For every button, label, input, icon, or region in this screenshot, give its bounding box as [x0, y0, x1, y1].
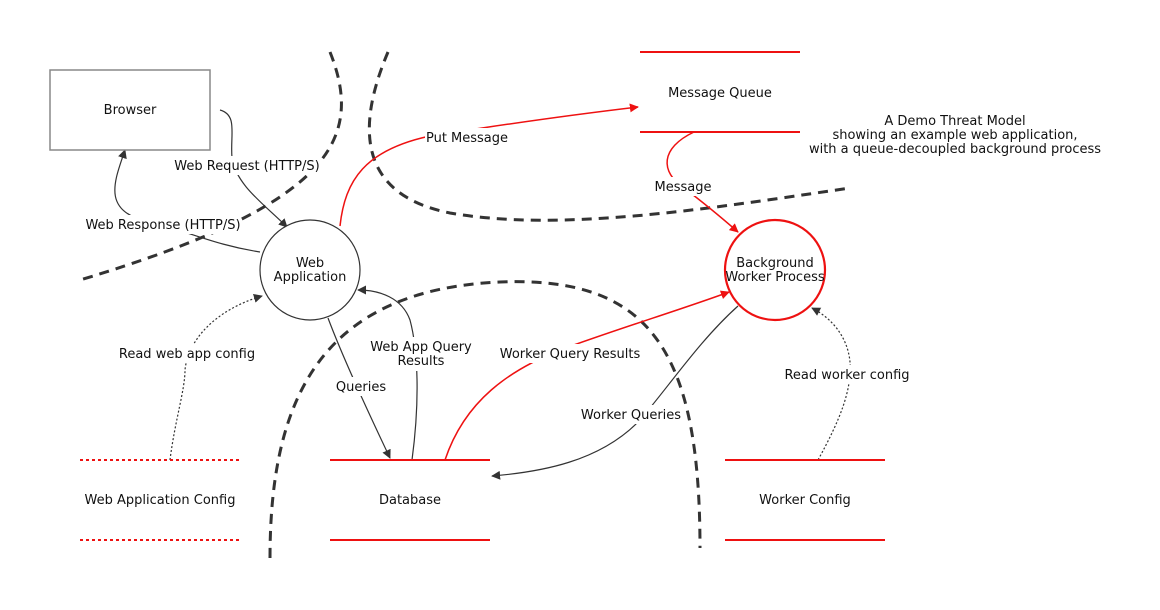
message-queue-label: Message Queue [668, 86, 772, 101]
label-web-app-query-results-line-1: Web App Query [370, 340, 472, 355]
description-line-3: with a queue-decoupled background proces… [809, 142, 1101, 157]
label-message: Message [655, 180, 712, 195]
label-web-request: Web Request (HTTP/S) [174, 159, 319, 174]
trust-boundary-database [268, 280, 702, 559]
flow-read-worker-config[interactable] [811, 307, 851, 461]
node-worker-config[interactable]: Worker Config [725, 459, 885, 541]
node-web-application[interactable]: Web Application [259, 219, 361, 321]
label-web-response: Web Response (HTTP/S) [85, 218, 240, 233]
description-line-1: A Demo Threat Model [884, 114, 1025, 129]
label-worker-query-results: Worker Query Results [500, 347, 641, 362]
flow-web-app-query-results[interactable] [357, 285, 418, 461]
data-flows [114, 103, 851, 480]
node-browser[interactable]: Browser [49, 69, 211, 151]
browser-label: Browser [104, 103, 157, 118]
label-put-message: Put Message [426, 131, 508, 146]
background-worker-label-line-2: Worker Process [725, 270, 824, 285]
web-application-config-label: Web Application Config [85, 493, 236, 508]
node-message-queue[interactable]: Message Queue [640, 51, 800, 133]
description-line-2: showing an example web application, [832, 128, 1077, 143]
diagram-description: A Demo Threat Model showing an example w… [809, 114, 1101, 157]
flow-worker-query-results[interactable] [444, 290, 730, 461]
flow-read-web-app-config[interactable] [169, 294, 263, 461]
label-web-app-query-results-line-2: Results [398, 354, 445, 369]
flow-put-message[interactable] [339, 103, 639, 227]
flow-labels: Web Request (HTTP/S) Web Response (HTTP/… [85, 128, 910, 424]
flow-queries[interactable] [327, 317, 391, 459]
node-database[interactable]: Database [330, 459, 490, 541]
label-queries: Queries [336, 380, 386, 395]
node-web-application-config[interactable]: Web Application Config [80, 459, 240, 541]
label-read-worker-config: Read worker config [784, 368, 909, 383]
background-worker-label-line-1: Background [736, 256, 814, 271]
web-application-label-line-2: Application [274, 270, 347, 285]
web-application-label-line-1: Web [296, 256, 324, 271]
node-background-worker[interactable]: Background Worker Process [723, 218, 827, 322]
worker-config-label: Worker Config [759, 493, 851, 508]
label-read-web-app-config: Read web app config [119, 347, 255, 362]
database-label: Database [379, 493, 441, 508]
label-worker-queries: Worker Queries [581, 408, 681, 423]
